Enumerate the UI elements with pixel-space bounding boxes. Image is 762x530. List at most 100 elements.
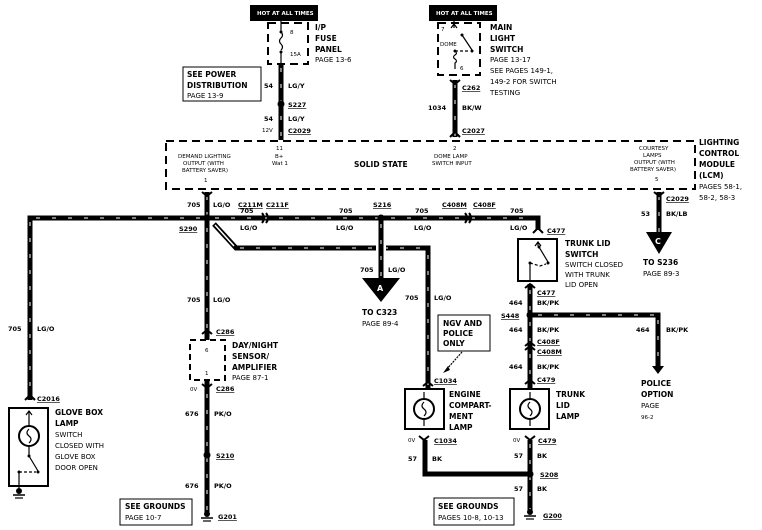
connector-c286-bottom: C286	[216, 385, 235, 393]
glove-box-lamp-title-1: GLOVE BOX	[55, 408, 103, 417]
svg-text:B+: B+	[275, 154, 284, 160]
svg-text:6: 6	[460, 66, 464, 72]
wire-705-circuit-a-branch: 705	[360, 266, 374, 274]
wire-705-circuit-glove: 705	[8, 325, 22, 333]
splice-s227-dot	[277, 100, 285, 108]
voltage-12v: 12V	[262, 128, 273, 134]
day-night-sensor: 6 1	[189, 339, 226, 381]
svg-text:PAGES 10-8, 10-13: PAGES 10-8, 10-13	[438, 514, 504, 522]
connector-c408m: C408M	[537, 348, 562, 356]
police-option-title-1: POLICE	[641, 379, 671, 388]
svg-text:SEE POWER: SEE POWER	[187, 70, 237, 79]
connector-c211m: C211M	[238, 201, 263, 209]
trunk-lamp-title-1: TRUNK	[556, 390, 586, 399]
lcm-title-1: LIGHTING	[699, 138, 739, 147]
fuse-panel-title-2: FUSE	[315, 34, 337, 43]
arrow-down-icon	[652, 366, 664, 374]
wire-705-color-engine: LG/O	[434, 294, 452, 302]
wire-464-circuit-police: 464	[636, 326, 650, 334]
switch-icon	[28, 455, 39, 472]
svg-text:A: A	[377, 284, 384, 293]
wire-57-color-b: BK	[537, 452, 548, 460]
svg-text:Wat 1: Wat 1	[272, 161, 288, 167]
fuse-panel-title-3: PANEL	[315, 45, 342, 54]
wire-705-circuit-e: 705	[510, 207, 524, 215]
off-page-c-line2: PAGE 89-3	[643, 270, 679, 278]
lcm-title-4: (LCM)	[699, 171, 724, 180]
engine-lamp-title-2: COMPART-	[449, 401, 492, 410]
connector-c477-top: C477	[547, 227, 565, 235]
wire-57-circuit-c: 57	[514, 485, 523, 493]
off-page-a-line1: TO C323	[362, 308, 397, 317]
svg-text:DEMAND LIGHTING: DEMAND LIGHTING	[178, 154, 231, 160]
day-night-sensor-title-1: DAY/NIGHT	[232, 341, 279, 350]
wire-705-circuit-sensor: 705	[187, 296, 201, 304]
wire-57-circuit-b: 57	[514, 452, 523, 460]
svg-text:8: 8	[290, 30, 294, 36]
wire-54-color-a: LG/Y	[288, 82, 305, 90]
wire-705-circuit-engine: 705	[405, 294, 419, 302]
day-night-sensor-title-2: SENSOR/	[232, 352, 269, 361]
wire-54-circuit-a: 54	[264, 82, 274, 90]
voltage-0v-engine: 0V	[408, 438, 415, 444]
main-light-switch: 7 DOME 6	[437, 21, 481, 76]
connector-c1034-top: C1034	[434, 377, 457, 385]
wire-464-color-b: BK/PK	[537, 326, 560, 334]
main-light-switch-note-1: PAGE 13-17	[490, 56, 531, 64]
grounds-note-right: SEE GROUNDS PAGES 10-8, 10-13	[433, 497, 515, 526]
svg-text:OUTPUT (WITH: OUTPUT (WITH	[183, 161, 224, 167]
ground-g200: G200	[543, 512, 562, 520]
power-distribution-note: SEE POWER DISTRIBUTION PAGE 13-9	[182, 66, 262, 102]
off-page-arrow-c[interactable]: C	[646, 232, 672, 254]
police-option-note-1: PAGE	[641, 402, 659, 410]
lcm-title-2: CONTROL	[699, 149, 739, 158]
wire-464-color-police: BK/PK	[666, 326, 689, 334]
fuse-panel-page: PAGE 13-6	[315, 56, 352, 64]
ground-g200-icon	[524, 509, 536, 520]
engine-compartment-lamp	[404, 388, 445, 430]
svg-text:15A: 15A	[290, 52, 301, 58]
wire-464-circuit-b: 464	[509, 326, 523, 334]
svg-text:11: 11	[276, 146, 283, 152]
lighting-control-module: DEMAND LIGHTING OUTPUT (WITH BATTERY SAV…	[165, 140, 696, 190]
main-light-switch-title-2: LIGHT	[490, 34, 516, 43]
wire-705-color-glove: LG/O	[37, 325, 55, 333]
wire-676-color-b: PK/O	[214, 482, 232, 490]
splice-s448: S448	[501, 312, 520, 320]
splice-s210-dot	[203, 451, 211, 459]
engine-lamp-title-4: LAMP	[449, 423, 473, 432]
svg-text:7: 7	[441, 27, 445, 33]
splice-s208-dot	[526, 470, 534, 478]
lcm-title-3: MODULE	[699, 160, 735, 169]
glove-box-lamp-note-1: SWITCH	[55, 431, 82, 439]
trunk-lamp-title-3: LAMP	[556, 412, 580, 421]
wire-705-circuit-d: 705	[415, 207, 429, 215]
svg-text:SEE GROUNDS: SEE GROUNDS	[125, 502, 186, 511]
trunk-lid-switch-title-2: SWITCH	[565, 250, 598, 259]
wire-705-color-b: LG/O	[240, 224, 258, 232]
wire-676-circuit-b: 676	[185, 482, 199, 490]
connector-c2016: C2016	[37, 395, 60, 403]
voltage-0v-sensor: 0V	[190, 387, 197, 393]
wire-57-color-c: BK	[537, 485, 548, 493]
svg-text:DOME: DOME	[440, 42, 457, 48]
connector-c2029-top: C2029	[288, 127, 311, 135]
wire-464-color-c: BK/PK	[537, 363, 560, 371]
off-page-arrow-a[interactable]: A	[362, 278, 400, 302]
svg-text:5: 5	[655, 177, 659, 183]
trunk-lid-switch-note-3: LID OPEN	[565, 281, 598, 289]
svg-text:2: 2	[453, 146, 457, 152]
wire-54-circuit-b: 54	[264, 115, 274, 123]
trunk-lid-lamp	[509, 388, 550, 430]
wire-705-circuit-c: 705	[339, 207, 353, 215]
ngv-police-note: NGV AND POLICE ONLY	[437, 314, 491, 373]
wire-705-color-e: LG/O	[510, 224, 528, 232]
svg-text:BATTERY SAVER): BATTERY SAVER)	[182, 168, 228, 174]
connector-c408m-top: C408M	[442, 201, 467, 209]
connector-c262: C262	[462, 84, 480, 92]
ground-g201-icon	[201, 511, 213, 522]
day-night-sensor-page: PAGE 87-1	[232, 374, 268, 382]
glove-box-lamp-note-3: GLOVE BOX	[55, 453, 96, 461]
splice-s227: S227	[288, 101, 306, 109]
wire-464-circuit-c: 464	[509, 363, 523, 371]
